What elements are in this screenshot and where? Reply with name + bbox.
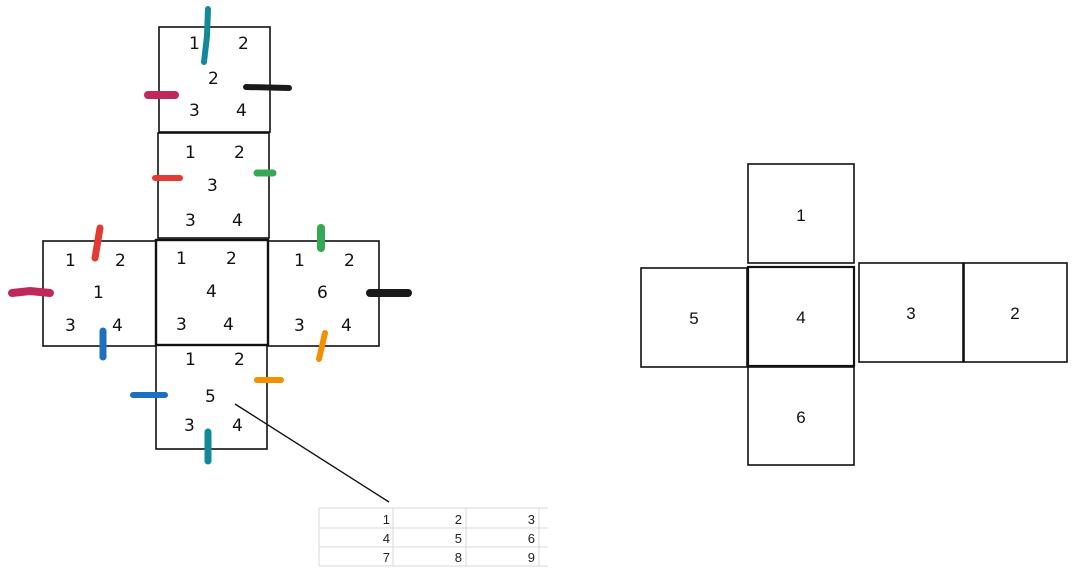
corner-label: 1 [185, 350, 196, 370]
face-label: 6 [317, 283, 328, 303]
grid-cell: 4 [383, 531, 390, 546]
face-label: 3 [207, 176, 218, 196]
corner-label: 1 [189, 34, 200, 54]
right-face-4 [746, 265, 856, 368]
grid-cell: 1 [383, 512, 390, 527]
left-face-2: 1 2 2 3 4 [158, 26, 271, 133]
grid-cell: 5 [455, 531, 462, 546]
corner-label: 2 [226, 249, 237, 269]
corner-label: 3 [176, 315, 187, 335]
face-label: 4 [206, 282, 217, 302]
corner-label: 4 [232, 211, 243, 231]
corner-label: 2 [234, 143, 245, 163]
right-face-3 [858, 262, 964, 363]
orange-edge-mark [316, 330, 328, 362]
corner-label: 2 [115, 251, 126, 271]
right-face-1 [747, 163, 855, 264]
corner-label: 1 [65, 251, 76, 271]
magenta-edge-mark [8, 286, 54, 297]
grid-cell: 3 [528, 512, 535, 527]
edge-marks [8, 6, 412, 465]
connector-line [234, 403, 390, 503]
right-face-label: 4 [796, 308, 805, 327]
left-face-4: 1 2 4 3 4 [154, 238, 270, 347]
corner-label: 3 [189, 101, 200, 121]
corner-label: 3 [185, 211, 196, 231]
grid-lines [318, 507, 548, 567]
right-face-label: 3 [906, 304, 915, 323]
grid-cell: 7 [383, 550, 390, 565]
black-edge-mark [243, 84, 292, 91]
corner-label: 1 [176, 249, 187, 269]
red-edge-mark [91, 224, 104, 262]
face-label: 5 [205, 387, 216, 407]
grid-cell: 8 [455, 550, 462, 565]
right-face-2 [963, 262, 1068, 363]
corner-label: 4 [236, 101, 247, 121]
grid-cell: 2 [455, 512, 462, 527]
corner-label: 3 [65, 316, 76, 336]
face-label: 2 [208, 69, 219, 89]
corner-label: 1 [294, 251, 305, 271]
right-face-label: 1 [796, 206, 805, 225]
left-cube-net: 1 2 2 3 4 1 2 3 3 4 1 2 1 3 4 1 2 [8, 6, 412, 503]
left-face-3: 1 2 3 3 4 [157, 132, 270, 239]
right-face-label: 2 [1010, 304, 1019, 323]
corner-label: 4 [341, 316, 352, 336]
right-net-labels: 1 5 4 3 2 6 [689, 206, 1019, 427]
corner-label: 2 [234, 350, 245, 370]
corner-label: 4 [223, 315, 234, 335]
grid-cell: 9 [528, 550, 535, 565]
grid-cell: 6 [528, 531, 535, 546]
corner-label: 2 [344, 251, 355, 271]
corner-label: 2 [238, 34, 249, 54]
corner-label: 3 [294, 316, 305, 336]
teal-edge-mark [201, 6, 211, 65]
right-cube-net [640, 163, 1068, 466]
left-face-6: 1 2 6 3 4 [267, 240, 380, 347]
right-face-label: 6 [796, 408, 805, 427]
left-face-1: 1 2 1 3 4 [42, 240, 157, 347]
right-face-label: 5 [689, 309, 698, 328]
number-grid: 1 2 3 4 5 6 7 8 9 [318, 507, 548, 567]
corner-label: 4 [232, 416, 243, 436]
right-face-6 [747, 366, 855, 466]
corner-label: 1 [185, 143, 196, 163]
face-label: 1 [93, 283, 104, 303]
corner-label: 3 [184, 416, 195, 436]
corner-label: 4 [112, 316, 123, 336]
